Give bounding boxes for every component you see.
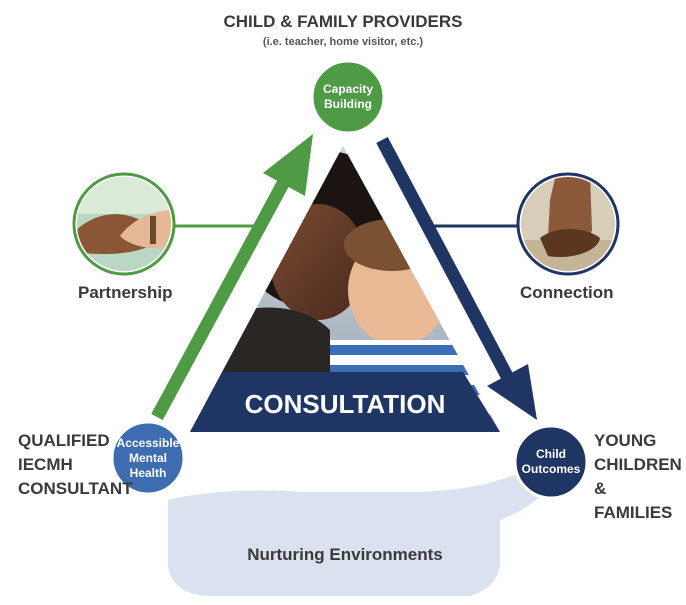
mental-health-label: Accessible Mental Health: [114, 435, 182, 481]
capacity-building-label: Capacity Building: [312, 78, 384, 116]
consultant-label: QUALIFIED IECMH CONSULTANT: [18, 429, 118, 501]
families-label-line2: CHILDREN: [594, 453, 684, 477]
families-label: YOUNG CHILDREN & FAMILIES: [594, 429, 684, 525]
child-outcomes-label: Child Outcomes: [517, 446, 585, 478]
connection-label: Connection: [520, 282, 630, 304]
consultant-label-line3: CONSULTANT: [18, 477, 118, 501]
handshake-photo: [74, 174, 174, 274]
consultant-label-line2: IECMH: [18, 453, 118, 477]
families-label-line3: & FAMILIES: [594, 477, 684, 525]
consultation-label: CONSULTATION: [190, 385, 500, 423]
open-hand-icon: [168, 467, 549, 596]
nurturing-environments-label: Nurturing Environments: [200, 544, 490, 566]
consultant-label-line1: QUALIFIED: [18, 429, 118, 453]
families-label-line1: YOUNG: [594, 429, 684, 453]
partnership-label: Partnership: [78, 282, 188, 304]
hand-holding-child-photo: [518, 174, 618, 274]
